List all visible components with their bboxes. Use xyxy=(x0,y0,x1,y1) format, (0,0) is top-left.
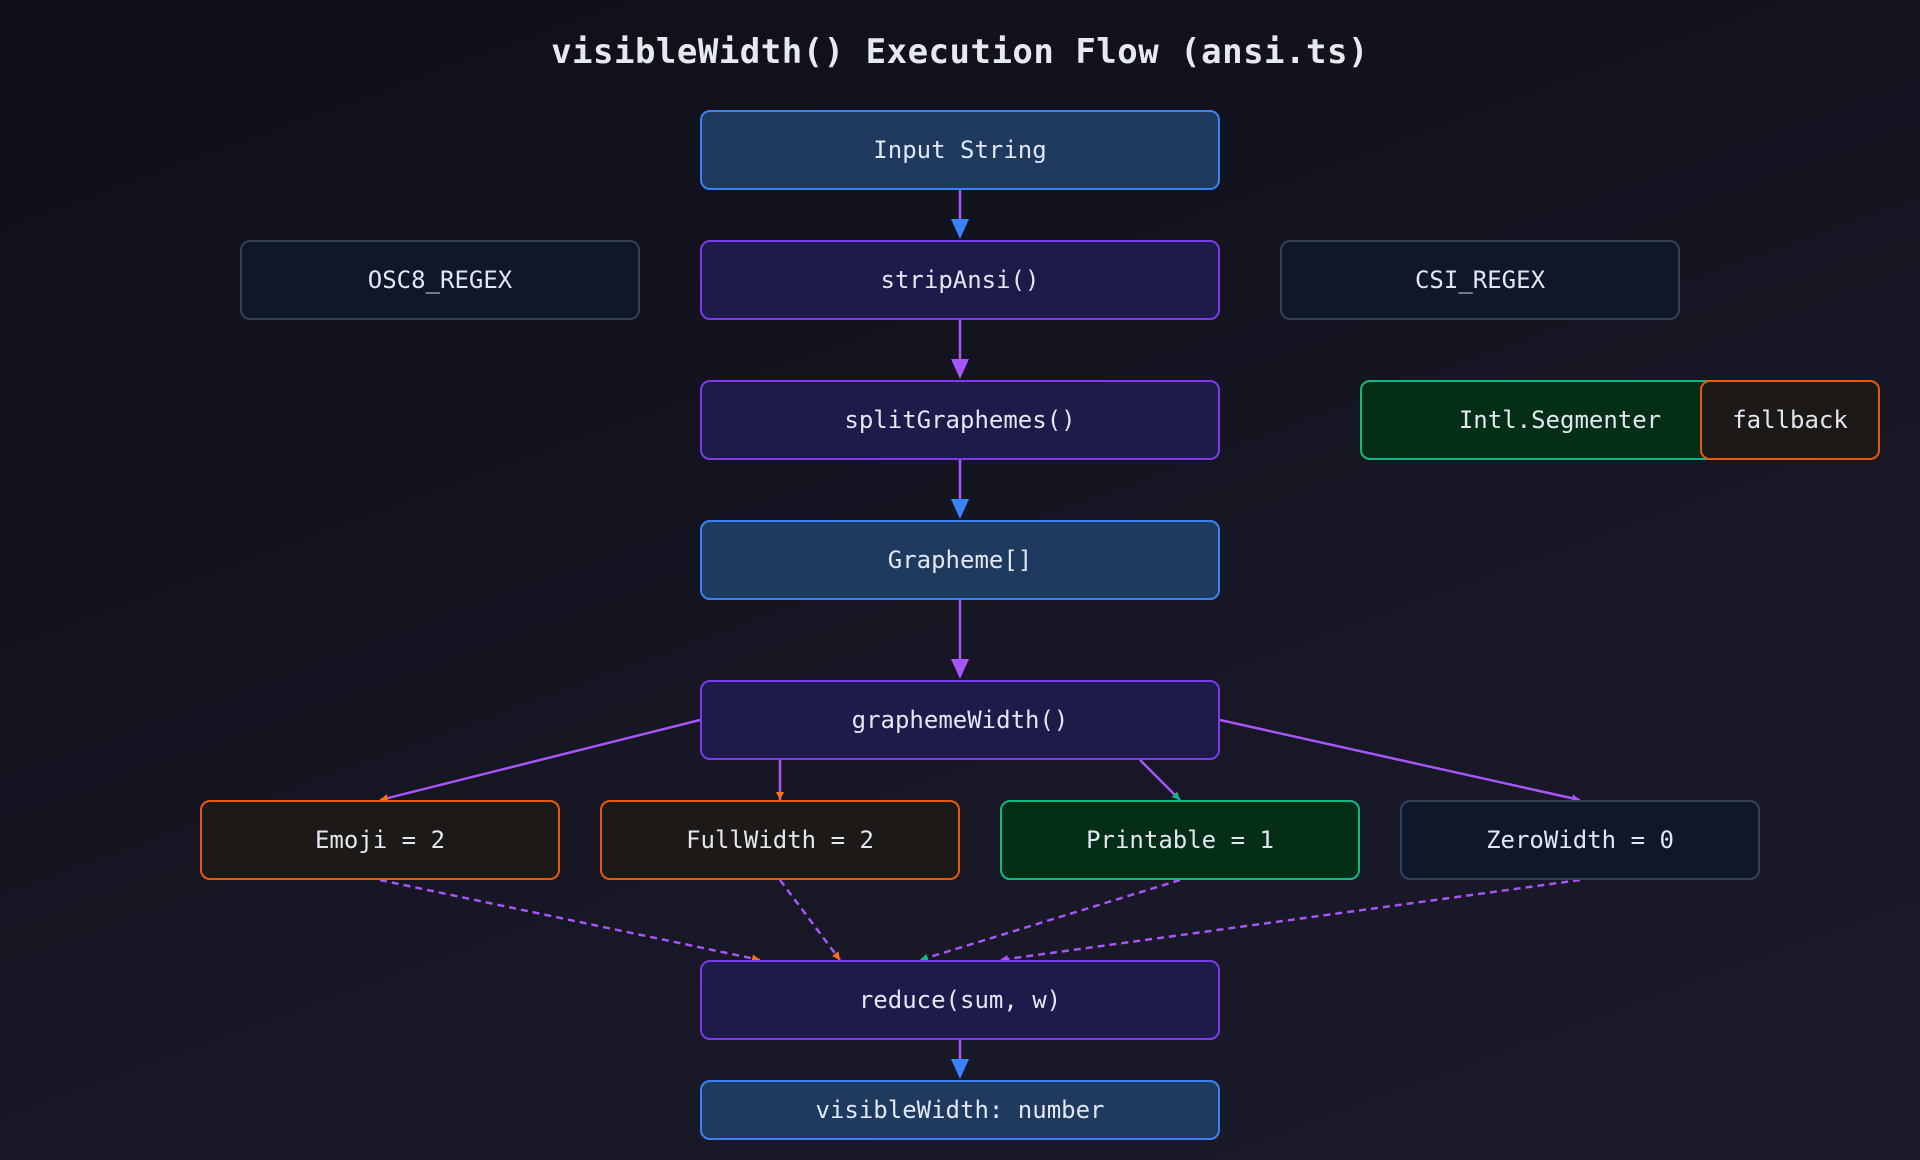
edge-stripansi-to-splitgraphemes xyxy=(951,320,969,379)
node-grapheme-array[interactable]: Grapheme[] xyxy=(700,520,1220,600)
edge-emoji-to-reduce xyxy=(379,878,761,963)
edge-graphemewidth-to-emoji xyxy=(379,718,701,802)
node-reduce[interactable]: reduce(sum, w) xyxy=(700,960,1220,1040)
node-split-graphemes[interactable]: splitGraphemes() xyxy=(700,380,1220,460)
edge-zerowidth-to-reduce xyxy=(999,878,1581,963)
diagram-title: visibleWidth() Execution Flow (ansi.ts) xyxy=(551,32,1369,72)
node-grapheme-width[interactable]: graphemeWidth() xyxy=(700,680,1220,760)
edge-input-to-stripansi xyxy=(951,190,969,239)
node-emoji[interactable]: Emoji = 2 xyxy=(200,800,560,880)
node-osc8-regex[interactable]: OSC8_REGEX xyxy=(240,240,640,320)
edge-splitgraphemes-to-graphemearray xyxy=(951,460,969,519)
node-printable[interactable]: Printable = 1 xyxy=(1000,800,1360,880)
edge-graphemearray-to-graphemewidth xyxy=(951,600,969,679)
node-fallback[interactable]: fallback xyxy=(1700,380,1880,460)
edge-reduce-to-output xyxy=(951,1040,969,1079)
node-fullwidth[interactable]: FullWidth = 2 xyxy=(600,800,960,880)
node-strip-ansi[interactable]: stripAnsi() xyxy=(700,240,1220,320)
edge-graphemewidth-to-zerowidth xyxy=(1219,718,1581,803)
edge-graphemewidth-to-printable xyxy=(1139,759,1181,801)
edge-printable-to-reduce xyxy=(919,878,1181,962)
node-csi-regex[interactable]: CSI_REGEX xyxy=(1280,240,1680,320)
node-output[interactable]: visibleWidth: number xyxy=(700,1080,1220,1140)
node-input-string[interactable]: Input String xyxy=(700,110,1220,190)
edge-fullwidth-to-reduce xyxy=(779,879,841,961)
node-zerowidth[interactable]: ZeroWidth = 0 xyxy=(1400,800,1760,880)
